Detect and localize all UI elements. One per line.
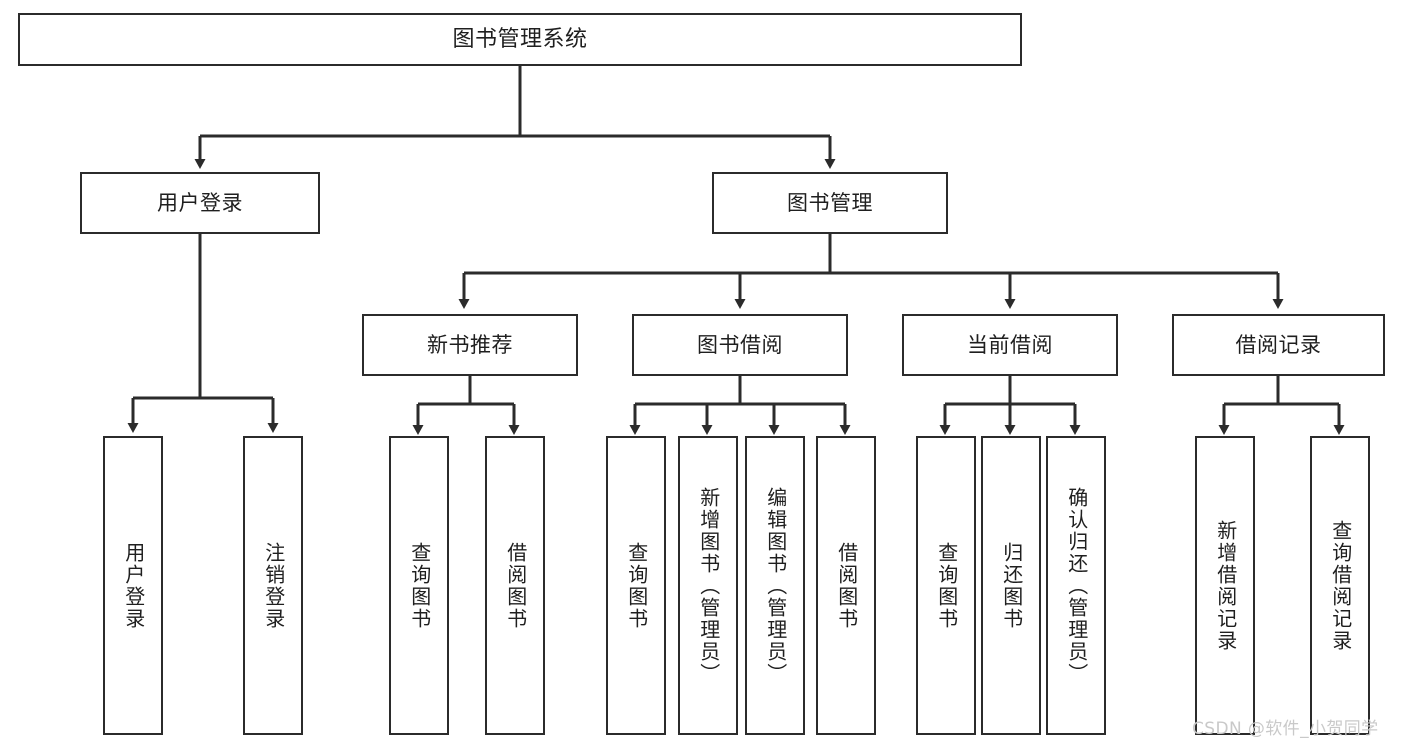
csdn-watermark: CSDN @软件_小贺同学 (1192, 719, 1379, 739)
node-label: 图书借阅 (697, 332, 783, 357)
node-current-borrow[interactable]: 当前借阅 (902, 314, 1118, 376)
node-label: 借阅图书 (503, 541, 528, 630)
node-borrow-record[interactable]: 借阅记录 (1172, 314, 1385, 376)
node-label: 查询图书 (934, 541, 959, 630)
leaf-logout[interactable]: 注销登录 (243, 436, 303, 735)
node-label: 借阅记录 (1235, 332, 1322, 357)
leaf-borrow-book-recommend[interactable]: 借阅图书 (485, 436, 545, 735)
node-label: 查询图书 (407, 541, 432, 630)
node-user-login[interactable]: 用户登录 (80, 172, 320, 234)
node-label: 查询图书 (624, 541, 649, 630)
node-root-system[interactable]: 图书管理系统 (18, 13, 1022, 66)
leaf-user-login[interactable]: 用户登录 (103, 436, 163, 735)
leaf-borrow-book[interactable]: 借阅图书 (816, 436, 876, 735)
node-label: 图书管理系统 (452, 26, 588, 52)
node-label: 查询借阅记录 (1328, 519, 1353, 652)
leaf-query-book-current[interactable]: 查询图书 (916, 436, 976, 735)
leaf-add-borrow-record[interactable]: 新增借阅记录 (1195, 436, 1255, 735)
node-label: 注销登录 (261, 541, 286, 630)
node-new-book-recommend[interactable]: 新书推荐 (362, 314, 578, 376)
node-label: 确认归还（管理员） (1064, 486, 1089, 685)
node-label: 新书推荐 (427, 332, 513, 357)
node-label: 新增借阅记录 (1213, 519, 1238, 652)
leaf-return-book[interactable]: 归还图书 (981, 436, 1041, 735)
node-label: 新增图书（管理员） (696, 486, 721, 685)
leaf-add-book-admin[interactable]: 新增图书（管理员） (678, 436, 738, 735)
node-book-management[interactable]: 图书管理 (712, 172, 948, 234)
leaf-edit-book-admin[interactable]: 编辑图书（管理员） (745, 436, 805, 735)
node-label: 当前借阅 (967, 332, 1053, 357)
node-label: 用户登录 (121, 541, 146, 630)
leaf-query-book-borrow[interactable]: 查询图书 (606, 436, 666, 735)
leaf-query-borrow-record[interactable]: 查询借阅记录 (1310, 436, 1370, 735)
node-label: 图书管理 (787, 190, 873, 215)
node-label: 编辑图书（管理员） (763, 486, 788, 685)
node-label: 用户登录 (157, 190, 243, 215)
leaf-query-book-recommend[interactable]: 查询图书 (389, 436, 449, 735)
node-book-borrow[interactable]: 图书借阅 (632, 314, 848, 376)
node-label: 归还图书 (999, 541, 1024, 630)
node-label: 借阅图书 (834, 541, 859, 630)
leaf-confirm-return-admin[interactable]: 确认归还（管理员） (1046, 436, 1106, 735)
